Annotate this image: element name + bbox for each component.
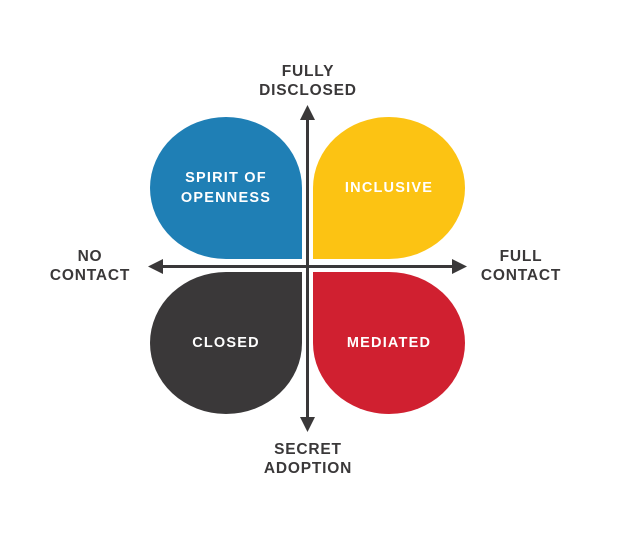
axis-label-line2: DISCLOSED — [259, 82, 357, 99]
quadrant-label: INCLUSIVE — [344, 180, 434, 196]
axis-label-line1: FULL — [499, 248, 543, 265]
quadrant-label-line1: SPIRIT OF — [185, 170, 267, 186]
axis-label-line2: ADOPTION — [263, 460, 353, 477]
quadrant-spirit-of-openness: SPIRIT OF OPENNESS — [150, 117, 302, 259]
quadrant-label-line2: OPENNESS — [180, 190, 272, 206]
quadrant-closed: CLOSED — [150, 272, 302, 414]
axis-label-secret-adoption: SECRET ADOPTION — [208, 440, 408, 478]
quadrant-mediated: MEDIATED — [313, 272, 465, 414]
quadrant-label: MEDIATED — [346, 335, 432, 351]
axis-label-line1: SECRET — [274, 441, 342, 458]
axis-label-line2: CONTACT — [480, 267, 562, 284]
quadrant-inclusive: INCLUSIVE — [313, 117, 465, 259]
axis-label-line1: FULLY — [281, 63, 335, 80]
quadrant-label: CLOSED — [192, 335, 260, 351]
axis-label-fully-disclosed: FULLY DISCLOSED — [208, 62, 408, 100]
axis-arrowhead-right — [452, 259, 467, 274]
axis-label-no-contact: NO CONTACT — [15, 247, 165, 285]
axis-label-line1: NO — [77, 248, 103, 265]
axis-arrowhead-bottom — [300, 417, 315, 432]
axis-label-full-contact: FULL CONTACT — [446, 247, 596, 285]
axis-label-line2: CONTACT — [49, 267, 131, 284]
axis-arrowhead-top — [300, 105, 315, 120]
axis-arrowhead-left — [148, 259, 163, 274]
